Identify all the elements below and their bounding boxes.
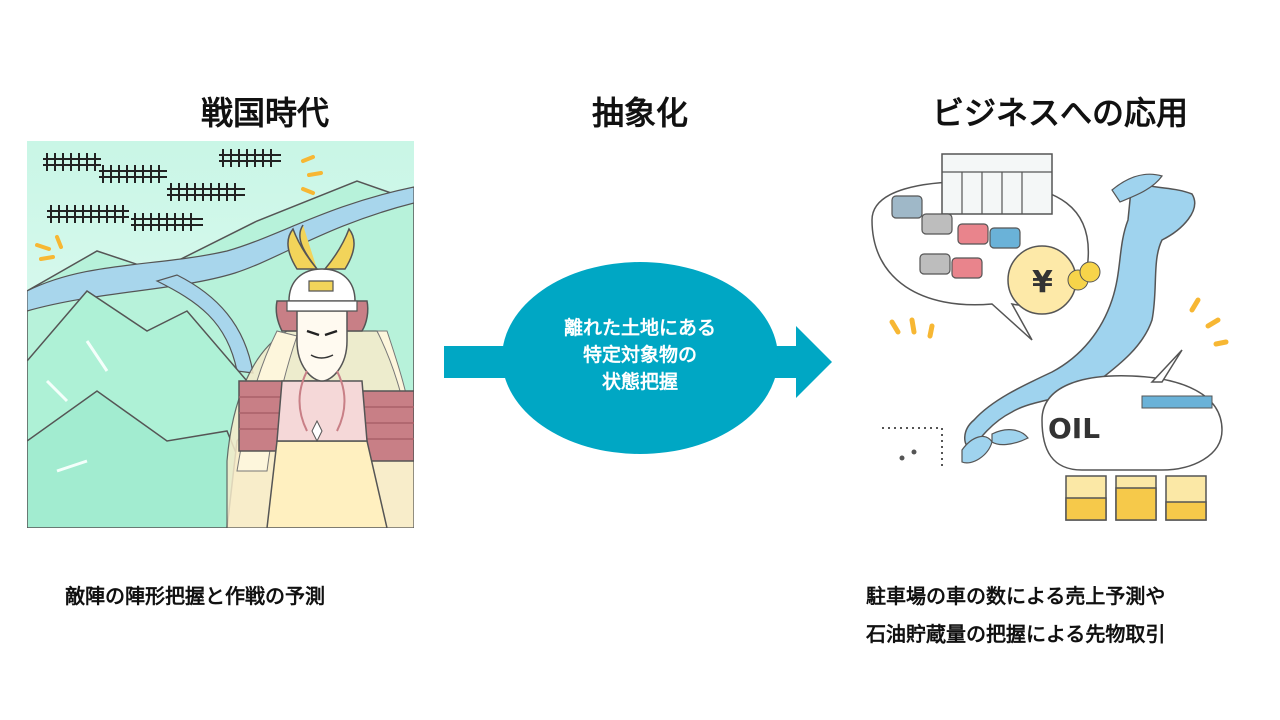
arrow-oval [502, 262, 778, 454]
satellite-icon [1141, 395, 1213, 409]
caption-business: 駐車場の車の数による売上予測や 石油貯蔵量の把握による先物取引 [866, 577, 1165, 653]
samurai [226, 224, 414, 528]
accent-marks [35, 155, 323, 261]
arrow-head [796, 326, 832, 398]
heading-sengoku: 戦国時代 [200, 94, 329, 132]
front-mountains [27, 390, 268, 528]
store-building [941, 153, 1053, 215]
yen-symbol: ¥ [1032, 265, 1053, 300]
enemy-fences [43, 149, 281, 231]
oil-label: OIL [1048, 412, 1100, 445]
abstraction-line-2: 特定対象物の [582, 344, 697, 366]
accent-marks-right [889, 297, 1229, 347]
oil-tanks [1065, 475, 1207, 521]
abstraction-line-1: 離れた土地にある [563, 317, 716, 339]
parked-cars [891, 195, 1021, 279]
caption-business-line-1: 駐車場の車の数による売上予測や [866, 584, 1166, 608]
abstraction-line-3: 状態把握 [601, 371, 678, 393]
samurai-illustration [27, 141, 414, 528]
heading-abstraction: 抽象化 [591, 94, 688, 132]
business-illustration: ¥ OIL [871, 153, 1229, 521]
abstraction-arrow [444, 262, 832, 454]
japan-map [964, 178, 1196, 451]
caption-sengoku: 敵陣の陣形把握と作戦の予測 [65, 584, 325, 608]
abstraction-text: 離れた土地にある 特定対象物の 状態把握 [505, 315, 775, 396]
heading-business: ビジネスへの応用 [931, 94, 1188, 132]
river [27, 186, 414, 312]
caption-business-line-2: 石油貯蔵量の把握による先物取引 [866, 622, 1166, 646]
